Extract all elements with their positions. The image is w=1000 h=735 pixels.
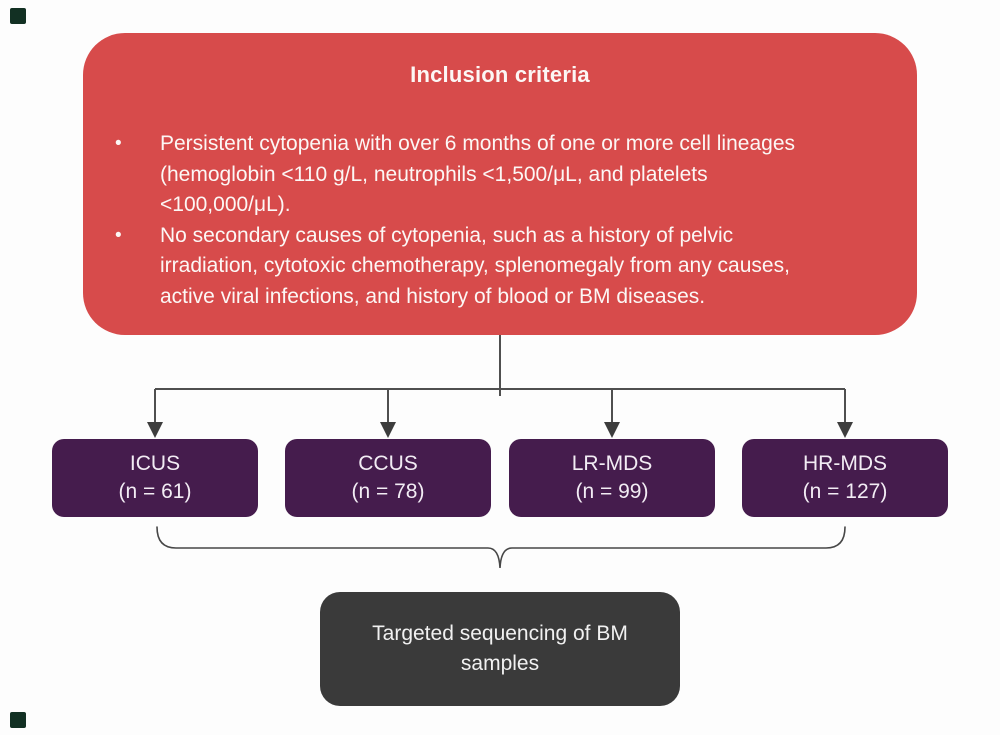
group-box-icus: ICUS (n = 61) [52, 439, 258, 517]
arrow-down-icon [604, 422, 620, 438]
arrow-down-icon [380, 422, 396, 438]
bullet-item: • No secondary causes of cytopenia, such… [109, 221, 889, 313]
bullet-item: • Persistent cytopenia with over 6 month… [109, 129, 889, 221]
outcome-line: Targeted sequencing of BM [372, 622, 628, 645]
arrow-down-icon [147, 422, 163, 438]
group-count: (n = 78) [351, 480, 425, 503]
bullet-line: No secondary causes of cytopenia, such a… [160, 223, 734, 247]
group-count: (n = 61) [118, 480, 192, 503]
outcome-line: samples [460, 652, 540, 675]
inclusion-criteria-box: Inclusion criteria • Persistent cytopeni… [83, 33, 917, 335]
group-box-lr-mds: LR-MDS (n = 99) [509, 439, 715, 517]
brace-connector [156, 526, 846, 569]
corner-marker-top-left [10, 8, 26, 24]
arrow-down-icon [837, 422, 853, 438]
group-box-hr-mds: HR-MDS (n = 127) [742, 439, 948, 517]
bullet-dot-icon: • [115, 224, 122, 246]
inclusion-bullet-list: • Persistent cytopenia with over 6 month… [109, 129, 889, 312]
corner-marker-bottom-left [10, 712, 26, 728]
group-label: ICUS [129, 452, 181, 475]
bullet-line: irradiation, cytotoxic chemotherapy, spl… [160, 254, 790, 277]
inclusion-title: Inclusion criteria [410, 62, 590, 87]
outcome-box: Targeted sequencing of BM samples [320, 592, 680, 706]
group-count: (n = 99) [575, 480, 649, 503]
bullet-line: Persistent cytopenia with over 6 months … [160, 132, 795, 155]
bullet-line: (hemoglobin <110 g/L, neutrophils <1,500… [160, 162, 708, 186]
group-label: HR-MDS [803, 452, 887, 475]
bullet-text: No secondary causes of cytopenia, such a… [160, 221, 889, 313]
group-count: (n = 127) [802, 480, 888, 503]
bullet-line: active viral infections, and history of … [160, 284, 706, 308]
bullet-line: <100,000/μL). [160, 193, 291, 216]
bullet-dot-icon: • [115, 133, 122, 154]
group-label: CCUS [358, 452, 418, 475]
group-label: LR-MDS [571, 452, 653, 475]
bullet-text: Persistent cytopenia with over 6 months … [160, 129, 889, 221]
group-box-ccus: CCUS (n = 78) [285, 439, 491, 517]
